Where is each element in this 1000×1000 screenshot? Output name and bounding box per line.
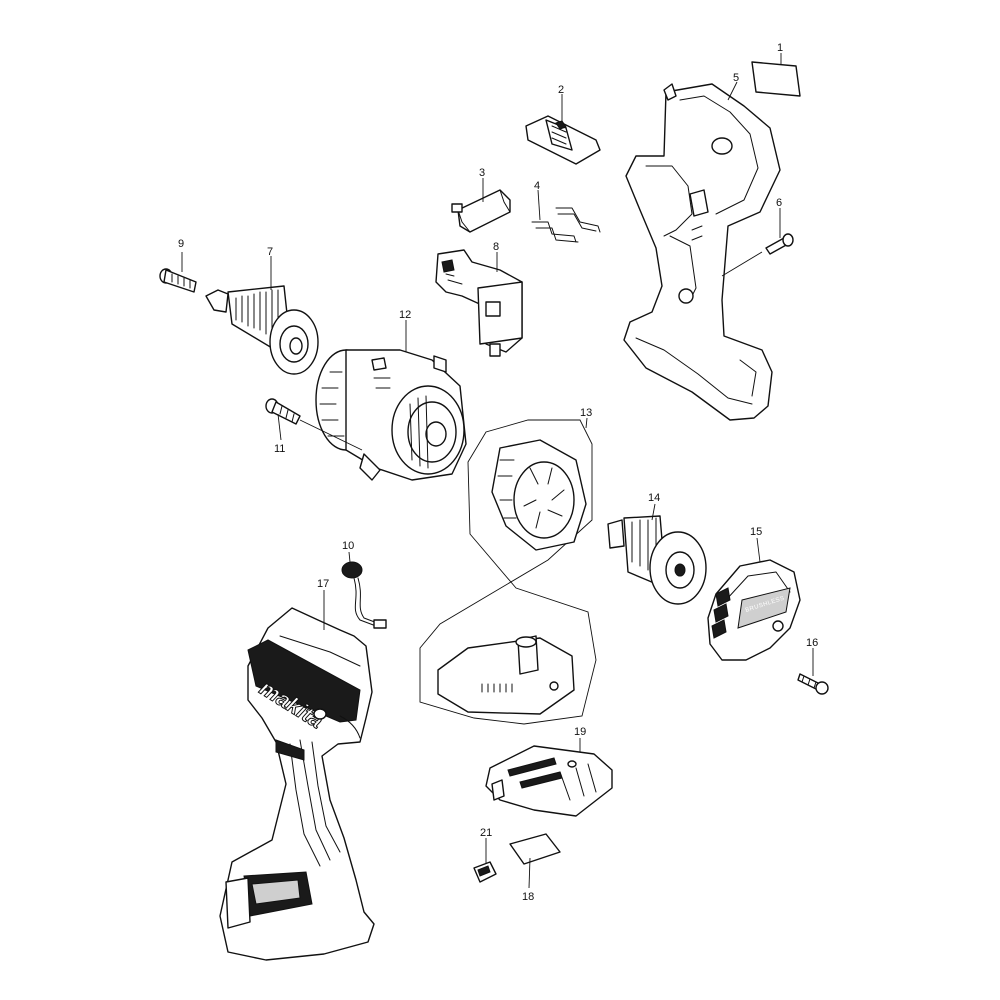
callout-5: 5	[733, 72, 739, 84]
part-16-screw	[797, 673, 829, 695]
leader-lines	[181, 53, 814, 889]
part-10-led	[341, 561, 387, 629]
part-21-clip	[473, 861, 497, 883]
callout-8: 8	[493, 241, 499, 253]
callout-12: 12	[399, 309, 411, 321]
callout-18: 18	[522, 891, 534, 903]
part-19-terminal	[485, 745, 613, 817]
part-9-screw	[159, 268, 197, 293]
callout-7: 7	[267, 246, 273, 258]
callout-19: 19	[574, 726, 586, 738]
part-2-slide-switch	[525, 115, 601, 165]
part-3-reversing-button	[451, 189, 511, 233]
callout-6: 6	[776, 197, 782, 209]
callout-4: 4	[534, 180, 540, 192]
callout-2: 2	[558, 84, 564, 96]
callout-1: 1	[777, 42, 783, 54]
part-11-screw	[265, 398, 301, 425]
part-8-switch	[435, 249, 523, 357]
callout-17: 17	[317, 578, 329, 590]
callout-11: 11	[274, 443, 285, 455]
part-15-rear-cover: BRUSHLESS	[707, 559, 801, 661]
part-1-label	[751, 61, 801, 97]
callout-14: 14	[648, 492, 660, 504]
callout-10: 10	[342, 540, 354, 552]
callout-3: 3	[479, 167, 485, 179]
part-18-plate	[509, 833, 561, 865]
part-4-springs	[531, 207, 601, 243]
part-12-gear-assembly	[315, 349, 467, 481]
callout-labels: 1 2 3 4 5 6 7 8 9 10 11 12 13 14 15 16 1…	[178, 42, 818, 903]
part-6-screw	[765, 233, 794, 255]
callout-9: 9	[178, 238, 184, 250]
part-14-rotor	[607, 515, 707, 605]
callout-13: 13	[580, 407, 592, 419]
callout-15: 15	[750, 526, 762, 538]
part-17-housing-left: makita	[219, 607, 375, 961]
callout-21: 21	[480, 827, 492, 839]
part-5-housing-right	[623, 83, 781, 421]
callout-16: 16	[806, 637, 818, 649]
part-13-stator-group	[419, 419, 597, 725]
part-7-keyless-chuck	[205, 285, 319, 375]
